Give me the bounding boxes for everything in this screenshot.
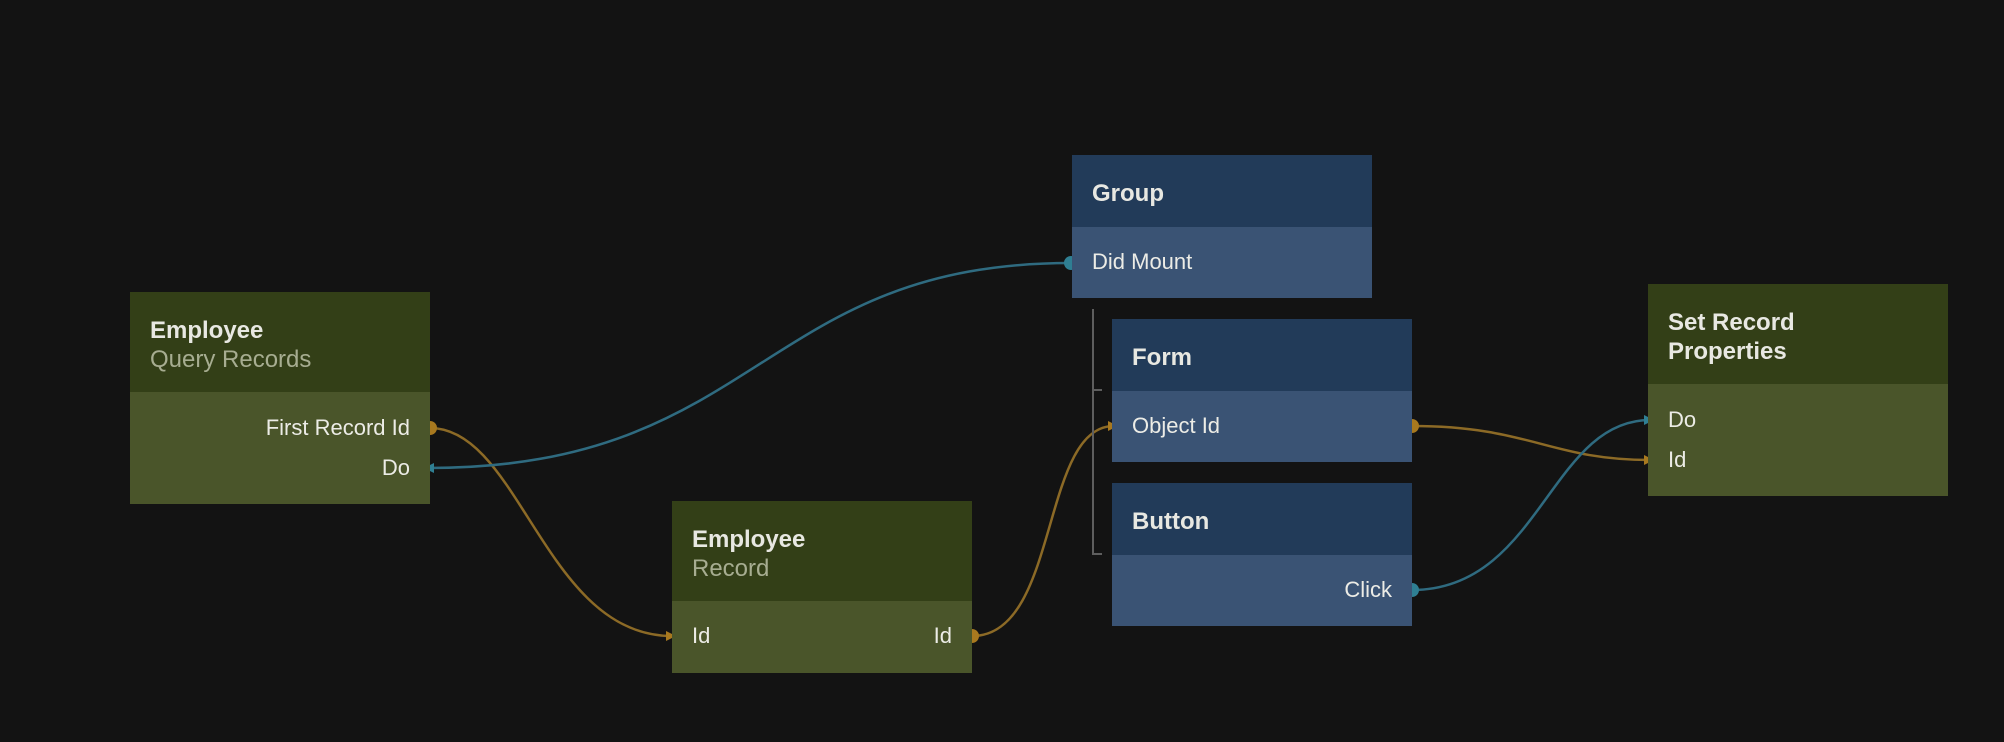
node-ports: First Record Id Do — [130, 392, 430, 504]
wire-first-record-id-to-record-id[interactable] — [429, 426, 676, 641]
node-title: Form — [1132, 344, 1192, 371]
port-label-object-id: Object Id — [1132, 413, 1221, 438]
node-group[interactable]: Group Did Mount — [1072, 155, 1372, 298]
node-header[interactable]: Button — [1112, 483, 1412, 555]
hierarchy-line-button-end — [1092, 553, 1102, 555]
node-title-line-2: Properties — [1668, 338, 1787, 365]
node-title: Employee — [692, 526, 806, 553]
node-employee-query-records[interactable]: Employee Query Records First Record Id D… — [130, 292, 430, 504]
node-employee-record[interactable]: Employee Record Id Id — [672, 501, 972, 673]
wire-object-id-to-set-record-id[interactable] — [1411, 424, 1654, 465]
node-header[interactable]: Set Record Properties — [1648, 284, 1948, 384]
hierarchy-line-form-branch — [1092, 389, 1102, 391]
port-label-do: Do — [381, 455, 410, 480]
node-title-line-1: Set Record — [1668, 309, 1795, 336]
node-subtitle: Record — [692, 555, 770, 582]
wire-record-id-to-form-object-id[interactable] — [971, 421, 1118, 638]
port-label-first-record-id: First Record Id — [265, 415, 410, 440]
node-title: Employee — [150, 317, 264, 344]
node-subtitle: Query Records — [150, 346, 312, 373]
node-header[interactable]: Employee Record — [672, 501, 972, 601]
node-set-record-properties[interactable]: Set Record Properties Do Id — [1648, 284, 1948, 496]
port-label-id-out: Id — [933, 623, 952, 648]
port-label-did-mount: Did Mount — [1092, 249, 1193, 274]
node-header[interactable]: Employee Query Records — [130, 292, 430, 392]
port-label-id-in: Id — [692, 623, 711, 648]
node-header[interactable]: Group — [1072, 155, 1372, 227]
node-ports: Click — [1112, 555, 1412, 626]
port-label-do: Do — [1668, 407, 1697, 432]
node-form[interactable]: Form Object Id — [1112, 319, 1412, 462]
node-title: Button — [1132, 508, 1210, 535]
hierarchy-line-vertical — [1092, 309, 1094, 555]
node-ports: Did Mount — [1072, 227, 1372, 298]
port-label-click: Click — [1344, 577, 1392, 602]
node-ports: Object Id — [1112, 391, 1412, 462]
port-label-id: Id — [1668, 447, 1687, 472]
node-ports: Id Id — [672, 601, 972, 673]
node-ports: Do Id — [1648, 384, 1948, 496]
node-header[interactable]: Form — [1112, 319, 1412, 391]
node-button[interactable]: Button Click — [1112, 483, 1412, 626]
wire-click-to-set-record-do[interactable] — [1411, 415, 1654, 592]
wire-did-mount-to-query-do[interactable] — [424, 261, 1072, 473]
node-title: Group — [1092, 180, 1164, 207]
